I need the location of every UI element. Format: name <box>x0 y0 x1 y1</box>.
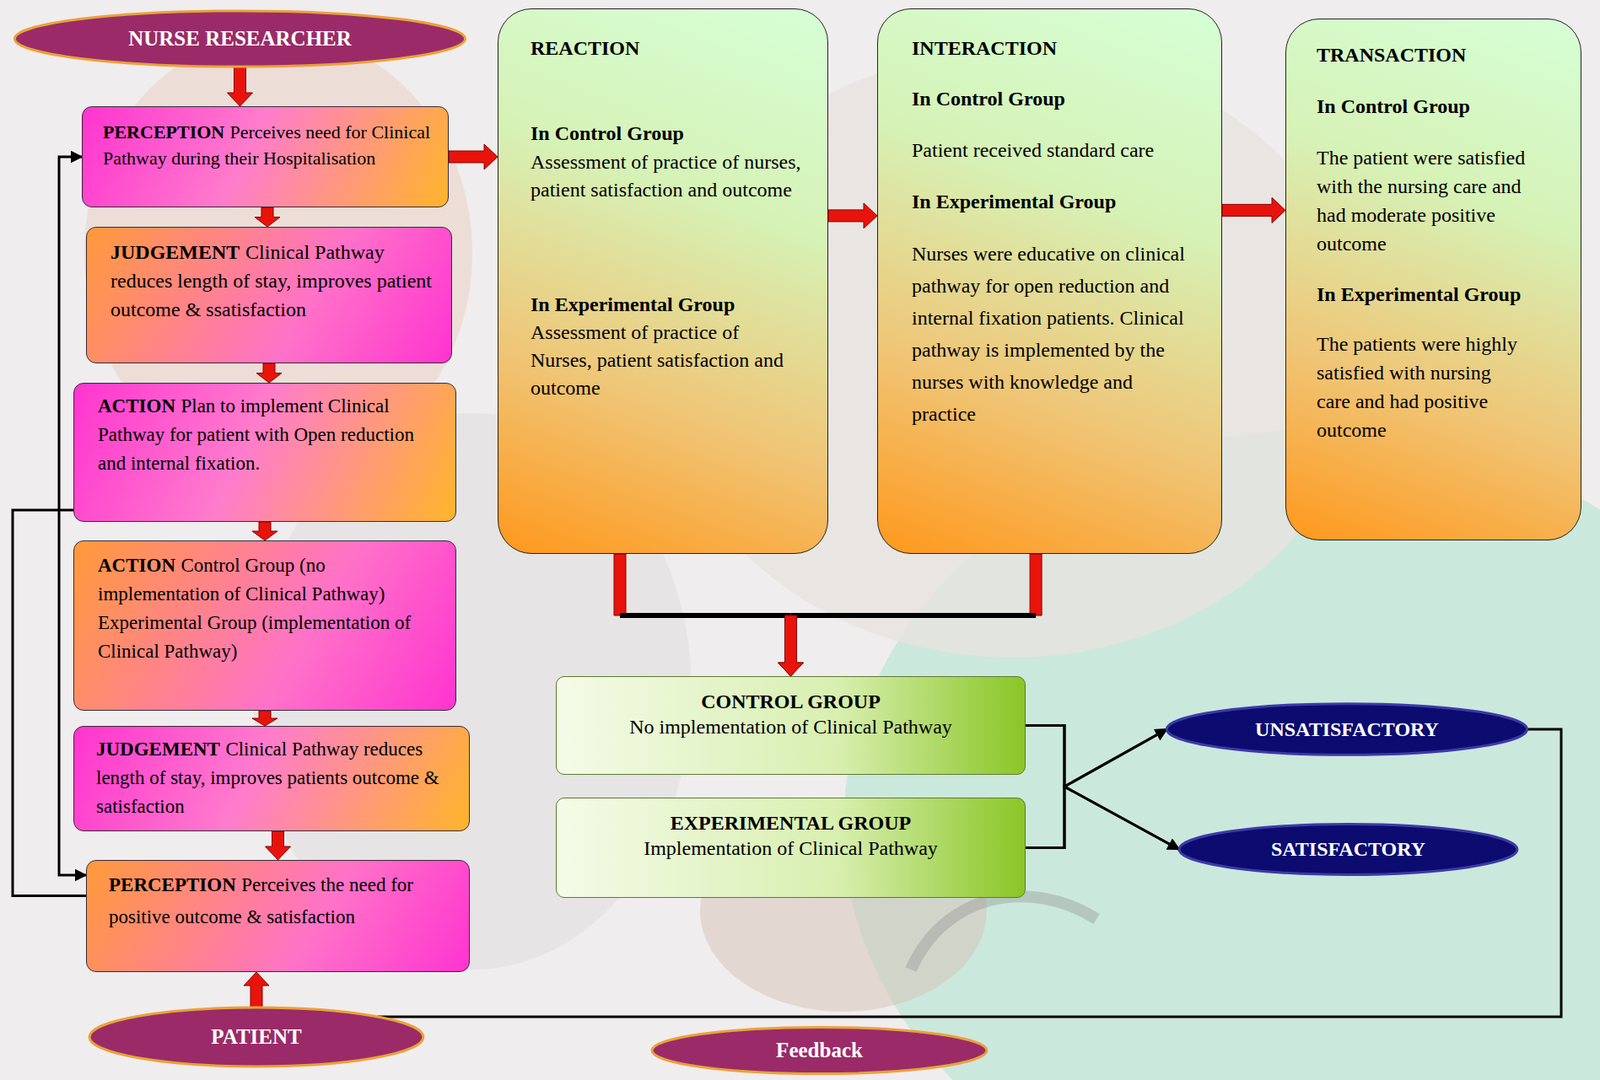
box-heading: ACTION <box>97 554 176 577</box>
block-arrow <box>828 203 878 229</box>
phase-text: Assessment of practice of Nurses, patien… <box>530 318 804 403</box>
oval-label: SATISFACTORY <box>1271 838 1426 862</box>
process-box: ACTIONControl Group (no implementation o… <box>73 540 457 712</box>
connector <box>1025 726 1180 851</box>
connector <box>227 66 254 107</box>
phase-text: Patient received standard care <box>911 136 1189 165</box>
connector-line <box>619 613 792 619</box>
oval-label: PATIENT <box>210 1025 302 1050</box>
oval-outline <box>1166 704 1527 756</box>
phase-text: Assessment of practice of nurses, patien… <box>530 148 804 205</box>
box-heading: PERCEPTION <box>102 121 225 143</box>
group-text: Implementation of Clinical Pathway <box>565 835 1017 862</box>
phase-heading: INTERACTION <box>911 34 1189 63</box>
group-box: CONTROL GROUPNo implementation of Clinic… <box>555 676 1026 776</box>
block-arrow <box>778 615 804 677</box>
connector <box>448 144 498 170</box>
outcome-oval: SATISFACTORY <box>1175 822 1521 878</box>
group-subheading: In Control Group <box>1316 92 1530 121</box>
group-heading: CONTROL GROUP <box>565 689 1017 715</box>
block-arrow <box>254 207 281 227</box>
connector <box>1025 786 1180 851</box>
group-subheading: In Experimental Group <box>1316 280 1530 309</box>
actor-oval: PATIENT <box>86 1005 427 1070</box>
phase-text: The patients were highly satisfied with … <box>1316 329 1530 445</box>
oval-outline <box>14 10 465 67</box>
phase-box: INTERACTION In Control GroupPatient recei… <box>877 8 1223 555</box>
connector <box>243 972 270 1008</box>
process-box: PERCEPTIONPerceives the need for positiv… <box>86 860 470 973</box>
block-arrow <box>252 711 278 727</box>
block-arrow <box>265 831 291 861</box>
connector-line <box>1025 726 1180 851</box>
oval-outline <box>1179 824 1518 876</box>
oval-label: NURSE RESEARCHER <box>128 26 352 51</box>
block-arrow <box>614 554 626 616</box>
group-subheading: In Control Group <box>530 119 804 148</box>
phase-heading: REACTION <box>530 34 804 63</box>
phase-text: The patient were satisfied with the nurs… <box>1316 143 1530 259</box>
box-heading: JUDGEMENT <box>110 241 240 264</box>
photo-stethoscope <box>910 896 1097 970</box>
oval-outline <box>89 1007 424 1067</box>
oval-outline <box>651 1027 987 1074</box>
process-box: JUDGEMENTClinical Pathway reduces length… <box>73 726 470 832</box>
actor-oval: NURSE RESEARCHER <box>10 8 470 70</box>
group-subheading: In Experimental Group <box>530 290 804 319</box>
block-arrow <box>448 144 498 170</box>
phase-box: TRANSACTION In Control GroupThe patient w… <box>1285 18 1582 541</box>
phase-text: Nurses were educative on clinical pathwa… <box>911 237 1189 431</box>
block-arrow <box>778 615 804 677</box>
block-arrow <box>256 363 282 383</box>
box-heading: PERCEPTION <box>108 874 237 896</box>
oval-label: Feedback <box>775 1039 863 1063</box>
group-text: No implementation of Clinical Pathway <box>565 714 1017 740</box>
connector <box>1222 197 1286 223</box>
group-heading: EXPERIMENTAL GROUP <box>565 810 1017 836</box>
connector <box>1025 726 1167 788</box>
block-arrow <box>1222 197 1286 223</box>
connector-line <box>1025 726 1167 788</box>
outcome-oval: UNSATISFACTORY <box>1163 701 1531 758</box>
block-arrow <box>227 66 254 107</box>
process-box: JUDGEMENTClinical Pathway reduces length… <box>86 226 453 364</box>
block-arrow <box>1029 554 1042 616</box>
process-box: ACTIONPlan to implement Clinical Pathway… <box>73 382 457 523</box>
box-heading: JUDGEMENT <box>96 738 221 760</box>
connector <box>252 522 278 541</box>
connector-line <box>791 613 1037 619</box>
connector <box>252 711 278 727</box>
block-arrow <box>252 522 278 541</box>
group-box: EXPERIMENTAL GROUPImplementation of Clin… <box>555 797 1026 899</box>
box-heading: ACTION <box>97 395 176 417</box>
process-box: PERCEPTIONPerceives need for Clinical Pa… <box>81 106 449 208</box>
connector <box>256 363 282 383</box>
connector <box>778 554 1043 677</box>
connector <box>265 831 291 861</box>
connector <box>254 207 281 227</box>
group-subheading: In Experimental Group <box>911 188 1189 216</box>
connector <box>828 203 878 229</box>
group-subheading: In Control Group <box>911 85 1189 114</box>
actor-oval: Feedback <box>648 1025 991 1077</box>
connector <box>614 554 804 677</box>
phase-heading: TRANSACTION <box>1316 41 1530 70</box>
oval-label: UNSATISFACTORY <box>1255 718 1439 742</box>
phase-box: REACTIONIn Control GroupAssessment of pr… <box>497 8 829 555</box>
block-arrow <box>243 972 270 1008</box>
connector-line <box>1025 786 1180 851</box>
